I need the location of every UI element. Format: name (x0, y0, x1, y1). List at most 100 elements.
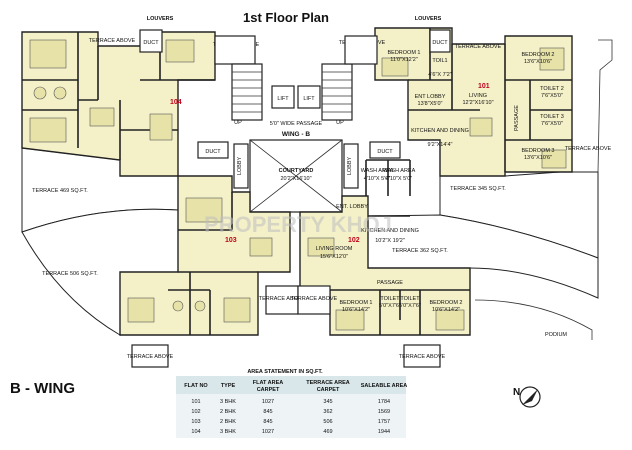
bedroom3-101-dim: 13'6"X10'6" (524, 155, 552, 161)
living-101-dim: 12'2"X16'10" (462, 100, 493, 106)
sofa-101 (469, 117, 493, 137)
sofa-102 (307, 237, 335, 257)
terrace-103-label: TERRACE 506 SQ.FT. (42, 271, 98, 277)
duct-101 (429, 29, 451, 53)
bedroom1-101-dim: 11'0"X12'2" (390, 57, 418, 63)
kitchen-102-dim: 10'2"X 19'2" (375, 238, 405, 244)
lobby-left (233, 143, 249, 189)
duct-center-left (197, 141, 229, 159)
bedroom2-102-dim: 10'6"X14'2" (432, 307, 460, 313)
podium-right-edge (597, 39, 613, 173)
bed-101-a (381, 57, 409, 77)
bedroom1-102-label: BEDROOM 1 (339, 300, 372, 306)
area-table-cell: 1784 (378, 399, 390, 405)
wc-104-a (33, 86, 47, 100)
north-label: N (513, 387, 520, 398)
page-title: 1st Floor Plan (243, 10, 329, 25)
flat-101-walls (408, 28, 572, 172)
kitchen-103 (185, 197, 223, 223)
watermark: PROPERTY KHOJ (204, 212, 392, 237)
ent-lobby-101-dim: 13'8"X5'0" (418, 101, 443, 107)
wing-title: B - WING (10, 380, 75, 397)
area-table-cell: 2 BHK (220, 409, 236, 415)
terrace-above-101b: TERRACE ABOVE (455, 44, 502, 50)
lobby-right (343, 143, 359, 189)
area-table-heading: AREA STATEMENT IN SQ.FT. (247, 369, 323, 375)
area-table-cell: 104 (191, 429, 200, 435)
flat-104-walls (22, 32, 215, 160)
area-table-cell: 845 (263, 419, 272, 425)
north-arrow-icon: N (513, 386, 541, 408)
terrace-above-103-box (265, 285, 299, 315)
terrace-above-104a: TERRACE ABOVE (89, 38, 136, 44)
bed-104-a (29, 39, 67, 69)
courtyard-diagonals (249, 139, 343, 213)
area-table-cell: 3 BHK (220, 429, 236, 435)
bed-103-a (127, 297, 155, 323)
area-table-col-header: TYPE (221, 383, 236, 389)
stair-right-treads (322, 71, 352, 113)
terrace-above-101c: TERRACE ABOVE (565, 146, 612, 152)
area-table-cell: 506 (323, 419, 332, 425)
area-table-col-header: SALEABLE AREA (361, 383, 408, 389)
terrace-above-101a-box (344, 35, 378, 65)
kitchen-102-label: KITCHEN AND DINING (361, 228, 419, 234)
area-table-cell: 1944 (378, 429, 390, 435)
bedroom1-102-dim: 10'6"X14'2" (342, 307, 370, 313)
courtyard-label: COURTYARD (279, 168, 314, 174)
kitchen-101-dim: 9'2"X14'4" (428, 142, 453, 148)
terrace-102-label: TERRACE 362 SQ.FT. (392, 248, 448, 254)
passage-wide-label: 5'0" WIDE PASSAGE (270, 121, 323, 127)
area-table-cell: 2 BHK (220, 419, 236, 425)
living-room-102-dim: 15'6"X12'0" (320, 254, 348, 260)
area-table-body-bg (176, 394, 406, 438)
stair-left-treads (232, 71, 262, 113)
ent-lobby-101-label: ENT LOBBY (415, 94, 446, 100)
toilet3-101-dim: 7'6"X5'0" (541, 121, 563, 127)
sofa-103 (249, 237, 273, 257)
bed-103-b (223, 297, 251, 323)
terrace-above-104b-box (214, 35, 256, 65)
toilet-102a-dim: 5'0"X7'6" (379, 303, 401, 309)
toilet-102b-dim: 5'0"X7'6" (399, 303, 421, 309)
bedroom2-101-label: BEDROOM 2 (521, 52, 554, 58)
flat-number-103: 103 (225, 237, 237, 244)
toilet-102a-label: TOILET (380, 296, 400, 302)
terrace-above-102b: TERRACE ABOVE (399, 354, 446, 360)
area-table-cell: 362 (323, 409, 332, 415)
area-table-cell: 3 BHK (220, 399, 236, 405)
area-table-cell: 469 (323, 429, 332, 435)
terrace-101-label: TERRACE 345 SQ.FT. (450, 186, 506, 192)
courtyard-dim: 20'2"X16'10" (280, 176, 311, 182)
flat-number-104: 104 (170, 99, 182, 106)
kitchen-101-label: KITCHEN AND DINING (411, 128, 469, 134)
louvers-right-label: LOUVERS (415, 16, 442, 22)
ent-lobby-102-label: ENT. LOBBY (336, 204, 368, 210)
living-101-label: LIVING (469, 93, 487, 99)
lobby-left-label: LOBBY (237, 156, 243, 175)
terrace-above-102a: TERRACE ABOVE (291, 296, 338, 302)
lift-a-label: LIFT (277, 96, 289, 102)
podium-boundary (474, 299, 593, 340)
toilet1-101-dim: 4'6"X 7'2" (428, 72, 451, 78)
duct-104 (139, 29, 163, 53)
living-room-102-label: LIVING ROOM (316, 246, 353, 252)
flat-number-102: 102 (348, 237, 360, 244)
wash-area-a-dim: 4'10"X 5'0" (364, 176, 391, 182)
duct-center-right (369, 141, 401, 159)
toilet3-101-label: TOILET 3 (540, 114, 564, 120)
duct-104-label: DUCT (143, 40, 159, 46)
wc-103-a (172, 300, 184, 312)
lift-b (297, 85, 321, 109)
terrace-above-102a-box (297, 285, 331, 315)
area-table-cell: 845 (263, 409, 272, 415)
up-right-label: UP (336, 120, 344, 126)
wc-104-b (53, 86, 67, 100)
flat-102-area (299, 195, 471, 336)
area-table-cell: 1027 (262, 429, 274, 435)
terrace-above-103b-box (131, 344, 169, 368)
